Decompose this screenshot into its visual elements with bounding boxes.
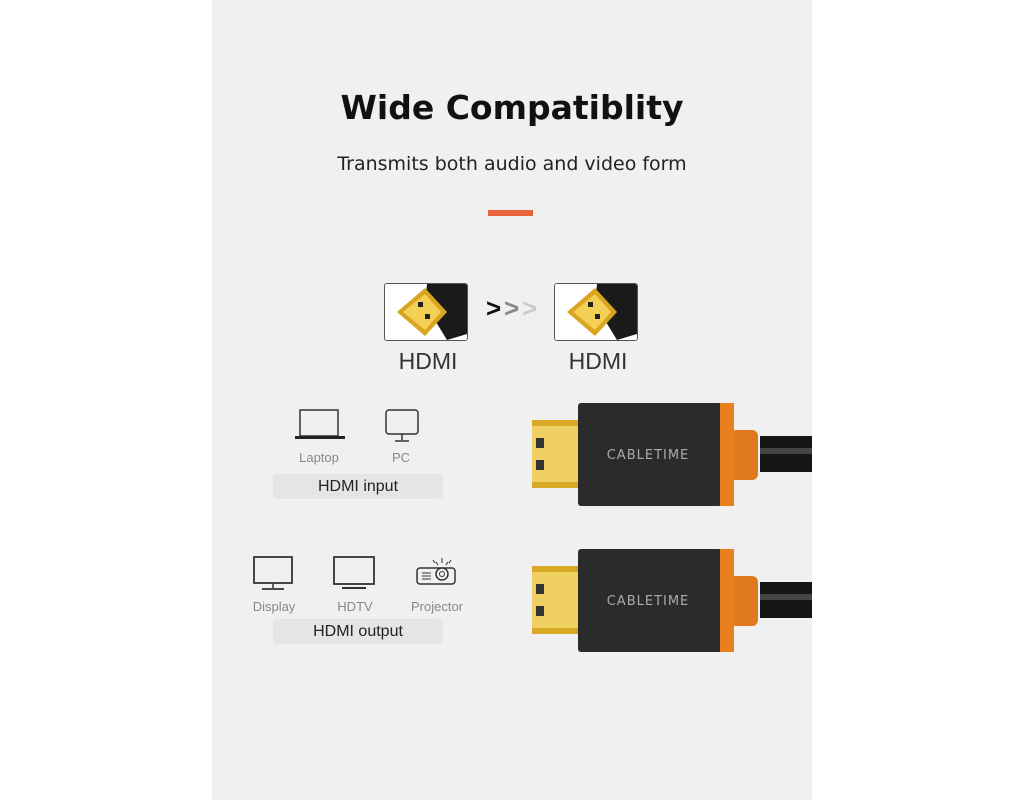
brand-text: CABLETIME: [607, 594, 690, 609]
device-label: Projector: [410, 599, 464, 614]
tv-icon: [333, 556, 375, 589]
arrow-icon: >: [486, 293, 502, 323]
accent-bar: [488, 210, 533, 216]
hdmi-input-label: HDMI input: [273, 474, 443, 499]
device-label: PC: [391, 450, 411, 465]
hdmi-plug-thumbnail: [384, 283, 468, 341]
source-label: HDMI: [398, 348, 458, 374]
hdmi-cable-image: CABLETIME: [532, 549, 812, 652]
projector-icon: [416, 558, 456, 585]
hdmi-output-label: HDMI output: [273, 619, 443, 644]
laptop-icon: [295, 409, 345, 439]
target-label: HDMI: [568, 348, 628, 374]
monitor-icon: [385, 409, 419, 442]
page-title: Wide Compatiblity: [340, 88, 684, 127]
device-label: Laptop: [299, 450, 339, 465]
subtitle: Transmits both audio and video form: [337, 153, 687, 175]
product-image: Wide Compatiblity Transmits both audio a…: [212, 0, 812, 800]
device-label: HDTV: [337, 599, 373, 614]
monitor-icon: [253, 556, 293, 590]
hdmi-cable-image: CABLETIME: [532, 403, 812, 506]
arrow-icon: >: [504, 293, 520, 323]
arrow-icon: >: [522, 293, 538, 323]
hdmi-plug-thumbnail: [554, 283, 638, 341]
device-label: Display: [252, 599, 296, 614]
brand-text: CABLETIME: [607, 448, 690, 463]
